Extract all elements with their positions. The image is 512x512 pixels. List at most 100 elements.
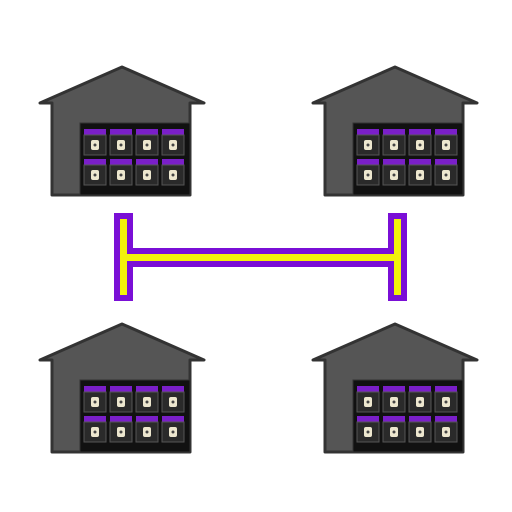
unit-dot [171,430,175,434]
unit-dot [418,173,422,177]
storage-slot [434,159,458,186]
storage-slot [161,416,185,443]
slot-header [357,129,379,135]
warehouse-bottom-left [38,322,206,454]
storage-slot [356,416,380,443]
slot-header [435,159,457,165]
storage-slot [161,386,185,413]
slot-header [409,386,431,392]
storage-slot [408,416,432,443]
slot-header [383,416,405,422]
storage-slot [382,416,406,443]
slot-header [110,159,132,165]
slot-header [409,416,431,422]
storage-slot [356,159,380,186]
slot-header [110,129,132,135]
unit-dot [392,400,396,404]
warehouse-top-right [311,65,479,197]
unit-dot [171,400,175,404]
slot-header [162,386,184,392]
unit-dot [119,430,123,434]
unit-dot [119,173,123,177]
slot-header [136,416,158,422]
slot-header [162,159,184,165]
slot-header [84,129,106,135]
slot-header [435,416,457,422]
storage-slot [356,129,380,156]
storage-slot [109,386,133,413]
slot-header [84,159,106,165]
unit-dot [145,430,149,434]
storage-slot [434,129,458,156]
warehouse-bottom-right [311,322,479,454]
unit-dot [366,400,370,404]
slot-header [357,416,379,422]
unit-dot [418,400,422,404]
slot-header [84,386,106,392]
storage-slot [434,386,458,413]
slot-header [409,159,431,165]
unit-dot [444,430,448,434]
storage-slot [109,416,133,443]
storage-slot [135,129,159,156]
slot-header [136,386,158,392]
unit-dot [171,173,175,177]
storage-slot [408,129,432,156]
unit-dot [444,400,448,404]
slot-header [409,129,431,135]
slot-header [136,159,158,165]
storage-slot [135,416,159,443]
storage-slot [83,129,107,156]
unit-dot [93,143,97,147]
slot-header [357,386,379,392]
warehouses-layer [38,65,479,454]
unit-dot [119,143,123,147]
unit-dot [366,143,370,147]
unit-dot [392,430,396,434]
storage-slot [83,416,107,443]
slot-header [136,129,158,135]
storage-slot [382,159,406,186]
slot-header [383,159,405,165]
unit-dot [171,143,175,147]
storage-slot [135,159,159,186]
storage-slot [356,386,380,413]
storage-slot [135,386,159,413]
storage-slot [408,386,432,413]
slot-header [383,386,405,392]
slot-header [383,129,405,135]
unit-dot [366,173,370,177]
storage-slot [161,129,185,156]
unit-dot [392,173,396,177]
slot-header [110,416,132,422]
slot-header [162,416,184,422]
storage-slot [382,386,406,413]
unit-dot [93,400,97,404]
storage-slot [161,159,185,186]
unit-dot [145,400,149,404]
unit-dot [418,430,422,434]
storage-slot [408,159,432,186]
unit-dot [145,143,149,147]
warehouse-top-left [38,65,206,197]
slot-header [162,129,184,135]
slot-header [84,416,106,422]
unit-dot [119,400,123,404]
unit-dot [418,143,422,147]
unit-dot [444,173,448,177]
storage-slot [83,386,107,413]
unit-dot [444,143,448,147]
storage-slot [382,129,406,156]
slot-header [435,386,457,392]
unit-dot [145,173,149,177]
storage-slot [109,159,133,186]
slot-header [110,386,132,392]
connector-fill [120,219,401,295]
h-beam-connector-icon [114,213,407,301]
slot-header [435,129,457,135]
unit-dot [392,143,396,147]
storage-slot [434,416,458,443]
storage-slot [83,159,107,186]
storage-slot [109,129,133,156]
